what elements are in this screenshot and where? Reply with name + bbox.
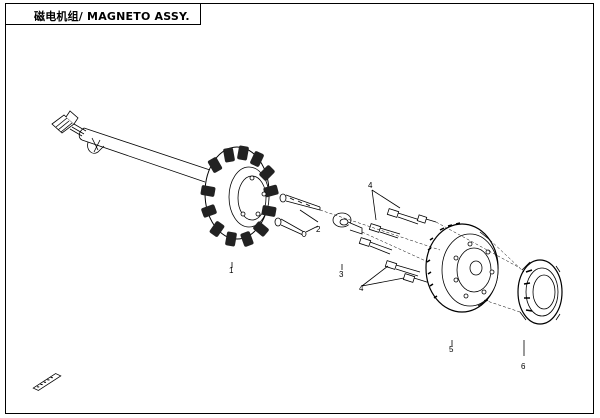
callout-2: 2 <box>316 225 321 234</box>
stator <box>200 145 279 247</box>
harness-connector <box>51 110 87 137</box>
cfmoto-logo <box>32 373 62 391</box>
stator-bolts <box>274 193 321 237</box>
flywheel <box>425 222 499 346</box>
callout-4-upper: 4 <box>368 181 373 190</box>
callout-6: 6 <box>521 362 526 371</box>
flywheel-bolts <box>358 189 437 287</box>
bolt <box>274 217 307 237</box>
starter-clutch <box>517 259 563 356</box>
callout-5: 5 <box>449 345 454 354</box>
bolt <box>279 193 321 211</box>
page-title: 磁电机组/ MAGNETO ASSY. <box>34 10 190 23</box>
washer <box>332 212 363 270</box>
stator-assembly <box>51 110 279 268</box>
callout-4-lower: 4 <box>359 284 364 293</box>
callout-3: 3 <box>339 270 344 279</box>
drawing-frame <box>5 3 594 414</box>
callout-1: 1 <box>229 266 234 275</box>
title-box <box>5 3 201 25</box>
